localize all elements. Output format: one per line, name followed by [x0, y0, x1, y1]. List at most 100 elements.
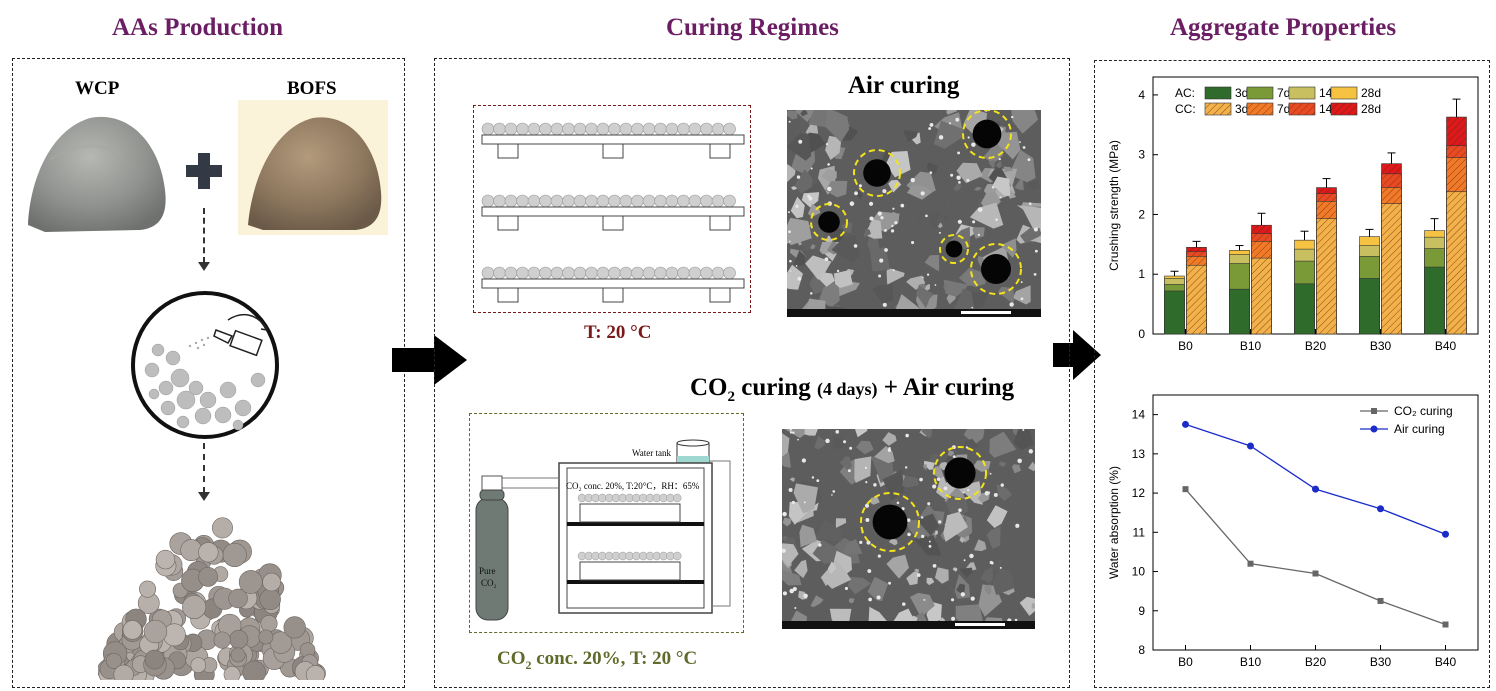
section-title-properties: Aggregate Properties — [1170, 14, 1397, 41]
bar-cc-3d-B0 — [1186, 264, 1207, 335]
point-0-4 — [1442, 621, 1449, 628]
y-tick-label: 10 — [1132, 565, 1146, 579]
production-panel — [12, 58, 405, 688]
bofs-powder-image — [238, 100, 388, 235]
x-tick-label: B0 — [1178, 655, 1193, 669]
bar-ac-3d-B40 — [1424, 266, 1445, 335]
plus-icon — [186, 153, 222, 189]
y-tick-label: 8 — [1138, 643, 1145, 657]
section-title-curing: Curing Regimes — [666, 14, 839, 41]
co2-condition-label: CO2 conc. 20%, T: 20 °C — [497, 648, 698, 672]
y-tick-label: 1 — [1138, 267, 1145, 281]
legend-label-1-3: 28d — [1361, 102, 1381, 116]
bofs-label: BOFS — [287, 78, 337, 99]
point-0-3 — [1377, 597, 1384, 604]
air-curing-title: Air curing — [848, 72, 960, 99]
legend-label-1: Air curing — [1394, 422, 1445, 436]
arrow-down-head — [198, 262, 210, 271]
series-line-0 — [1185, 488, 1446, 626]
arrow-down-icon — [203, 208, 205, 263]
y-tick-label: 14 — [1132, 408, 1146, 422]
aggregate-pellets-image — [98, 517, 326, 680]
bar-cc-3d-B30 — [1381, 203, 1402, 335]
legend-label-0-3: 28d — [1361, 86, 1381, 100]
y-tick-label: 2 — [1138, 207, 1145, 221]
wcp-powder-image — [28, 116, 166, 232]
legend-label-0: CO₂ curing — [1394, 404, 1453, 418]
legend-marker-1 — [1370, 425, 1378, 433]
legend-label-1-1: 7d — [1277, 102, 1290, 116]
arrow-right-icon-2 — [1053, 330, 1101, 380]
y-axis-label: Crushing strength (MPa) — [1107, 140, 1121, 271]
point-0-0 — [1182, 486, 1189, 493]
y-tick-label: 0 — [1138, 327, 1145, 341]
series-line-1 — [1185, 423, 1446, 535]
legend-swatch-1-3 — [1330, 102, 1358, 116]
legend-swatch-1-2 — [1288, 102, 1316, 116]
legend-swatch-0-1 — [1246, 86, 1274, 100]
legend-swatch-0-0 — [1204, 86, 1232, 100]
properties-panel — [1094, 60, 1490, 688]
bar-ac-3d-B10 — [1229, 288, 1250, 335]
cylinder-label-pure: Pure — [479, 566, 496, 576]
bar-ac-3d-B0 — [1164, 290, 1185, 335]
y-tick-label: 9 — [1138, 604, 1145, 618]
bar-ac-3d-B30 — [1359, 278, 1380, 335]
y-tick-label: 3 — [1138, 148, 1145, 162]
bar-ac-3d-B20 — [1294, 283, 1315, 335]
x-tick-label: B30 — [1370, 339, 1392, 353]
point-1-0 — [1182, 420, 1189, 428]
arrow-down-icon-2 — [203, 443, 205, 493]
y-tick-label: 11 — [1133, 525, 1146, 539]
water-tank-label: Water tank — [632, 448, 672, 458]
cylinder-label-co2: CO₂ — [481, 578, 497, 588]
x-tick-label: B40 — [1435, 339, 1457, 353]
x-tick-label: B0 — [1178, 339, 1193, 353]
air-curing-rack-diagram — [481, 122, 745, 303]
co2-chamber-frame — [469, 413, 744, 633]
legend-marker-0 — [1371, 408, 1377, 414]
co2-curing-title: CO2 curing (4 days) + Air curing — [690, 374, 1015, 405]
spray-bottle-icon — [213, 313, 269, 357]
point-0-2 — [1312, 570, 1319, 577]
x-tick-label: B10 — [1240, 339, 1262, 353]
sem-image-co2 — [782, 429, 1035, 629]
x-tick-label: B40 — [1435, 655, 1457, 669]
curing-panel — [434, 58, 1070, 688]
x-tick-label: B30 — [1370, 655, 1392, 669]
x-tick-label: B20 — [1305, 339, 1327, 353]
legend-prefix-0: AC: — [1175, 86, 1195, 100]
y-tick-label: 4 — [1138, 88, 1145, 102]
point-1-3 — [1377, 505, 1384, 513]
point-1-1 — [1247, 442, 1254, 450]
point-1-2 — [1312, 485, 1319, 493]
legend-label-0-1: 7d — [1277, 86, 1290, 100]
legend-label-0-0: 3d — [1235, 86, 1248, 100]
air-temp-label: T: 20 °C — [584, 322, 652, 343]
y-axis-label: Water absorption (%) — [1107, 466, 1121, 579]
y-tick-label: 12 — [1132, 486, 1146, 500]
bar-cc-3d-B40 — [1446, 191, 1467, 335]
x-tick-label: B10 — [1240, 655, 1262, 669]
x-tick-label: B20 — [1305, 655, 1327, 669]
legend-swatch-0-2 — [1288, 86, 1316, 100]
legend-label-1-0: 3d — [1235, 102, 1248, 116]
bar-cc-3d-B10 — [1251, 257, 1272, 335]
point-1-4 — [1442, 530, 1449, 538]
bar-cc-3d-B20 — [1316, 218, 1337, 335]
legend-swatch-1-0 — [1204, 102, 1232, 116]
co2-curing-chamber-diagram — [475, 439, 731, 621]
wcp-label: WCP — [75, 78, 120, 99]
section-title-production: AAs Production — [112, 14, 284, 41]
legend-swatch-0-3 — [1330, 86, 1358, 100]
legend-prefix-1: CC: — [1175, 102, 1196, 116]
point-0-1 — [1247, 560, 1254, 567]
sem-image-air — [787, 110, 1041, 317]
arrow-down-head-2 — [198, 492, 210, 501]
spray-granulation-diagram — [131, 291, 279, 439]
air-rack-frame — [473, 105, 751, 313]
y-tick-label: 13 — [1132, 447, 1146, 461]
arrow-right-icon — [392, 335, 467, 385]
